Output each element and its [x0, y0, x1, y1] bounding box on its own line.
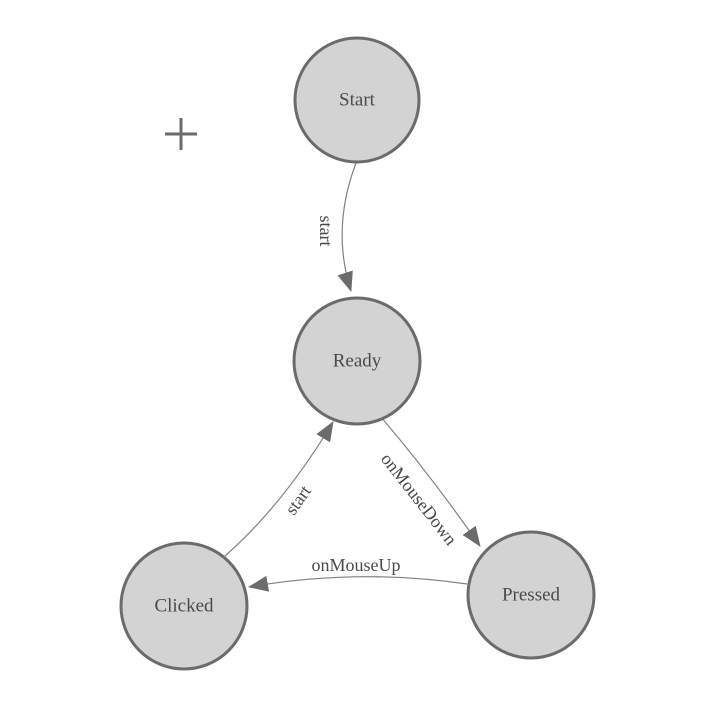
transition-label-pressed-to-clicked: onMouseUp [312, 555, 401, 575]
state-node-pressed[interactable]: Pressed [466, 530, 596, 660]
state-label-ready: Ready [333, 351, 382, 372]
state-label-clicked: Clicked [154, 596, 214, 617]
transition-label-start-to-ready: start [316, 216, 336, 247]
transition-ready-to-pressed[interactable] [380, 416, 481, 547]
state-label-pressed: Pressed [502, 585, 561, 606]
transition-start-to-ready[interactable] [337, 162, 357, 292]
state-node-clicked[interactable]: Clicked [119, 541, 249, 671]
state-label-start: Start [339, 90, 376, 111]
cursor-layer [165, 118, 197, 150]
state-node-ready[interactable]: Ready [292, 296, 422, 426]
transition-label-clicked-to-ready: start [281, 482, 315, 519]
transition-clicked-to-ready[interactable] [224, 421, 334, 557]
transition-pressed-to-clicked[interactable] [248, 575, 468, 592]
state-node-start[interactable]: Start [293, 36, 421, 164]
